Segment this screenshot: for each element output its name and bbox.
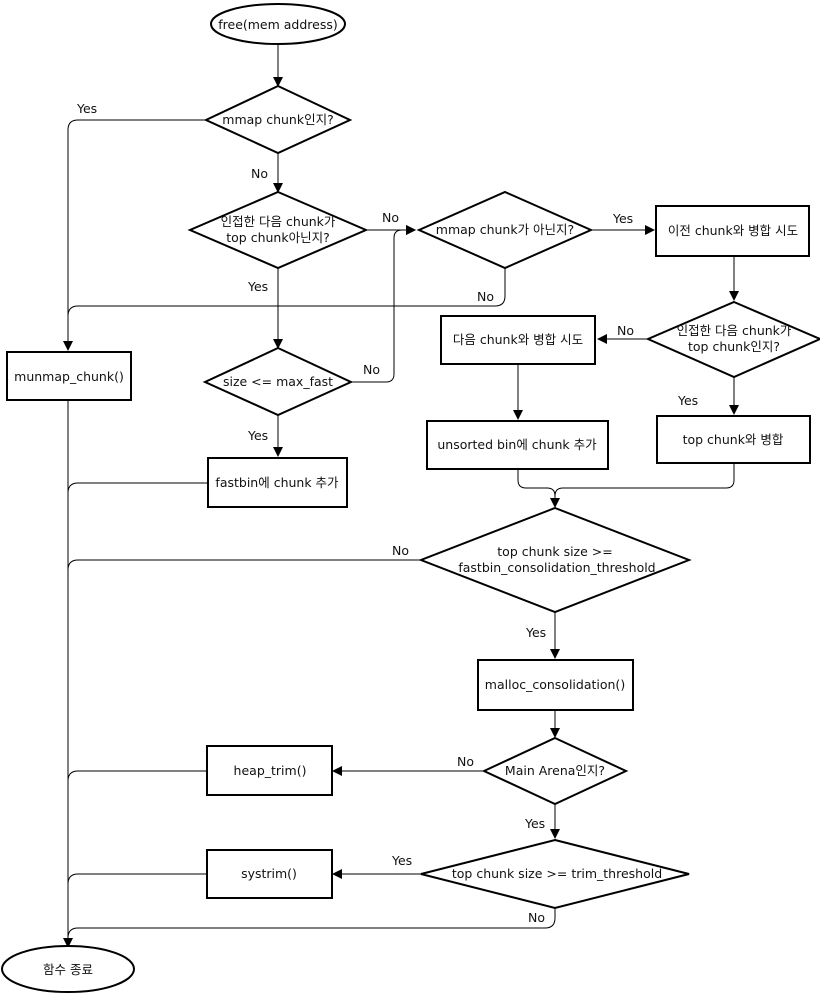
systrim-box <box>206 849 333 899</box>
edge-mmap-yes <box>63 119 206 351</box>
merge-prev-label: 이전 chunk와 병합 시도 <box>668 223 798 238</box>
edge-mergetop-merge <box>554 463 735 497</box>
edge-label-size-yes: Yes <box>247 428 268 443</box>
heap-trim-box <box>206 745 333 796</box>
edge-label-top1-no: No <box>382 210 399 225</box>
next-is-top-diamond <box>645 300 820 379</box>
start-terminal <box>210 3 346 45</box>
size-check-diamond <box>202 346 354 417</box>
edge-label-consol-yes: Yes <box>525 625 546 640</box>
consolidation-check-label-1: top chunk size >= <box>497 544 612 559</box>
not-mmap-label: mmap chunk가 아닌지? <box>436 222 574 237</box>
edges <box>63 44 739 948</box>
merge-next-label: 다음 chunk와 병합 시도 <box>453 332 583 347</box>
edge-label-consol-no: No <box>392 543 409 558</box>
trim-threshold-label: top chunk size >= trim_threshold <box>452 866 662 881</box>
fastbin-add-box <box>207 457 348 508</box>
trim-threshold-diamond <box>420 838 690 910</box>
unsorted-add-label: unsorted bin에 chunk 추가 <box>437 437 597 452</box>
end-label: 함수 종료 <box>43 962 93 977</box>
edge-label-trim-no: No <box>528 910 545 925</box>
edge-label-top2-no: No <box>617 323 634 338</box>
edge-consol-no <box>67 559 422 571</box>
next-not-top-diamond <box>187 190 369 270</box>
merge-top-label: top chunk와 병합 <box>683 432 784 447</box>
edge-heaptrim-to-trunk <box>67 770 207 782</box>
malloc-consolidation-box <box>477 659 634 711</box>
nodes: free(mem address) mmap chunk인지? 인접한 다음 c… <box>1 3 820 993</box>
heap-trim-label: heap_trim() <box>234 763 307 778</box>
edge-trim-no <box>67 908 556 939</box>
edge-systrim-to-trunk <box>67 873 207 885</box>
edge-label-size-no: No <box>363 362 380 377</box>
mmap-check-label: mmap chunk인지? <box>222 112 333 127</box>
munmap-label: munmap_chunk() <box>14 369 124 384</box>
edge-label-arena-yes: Yes <box>524 816 545 831</box>
fastbin-add-label: fastbin에 chunk 추가 <box>215 475 339 490</box>
next-is-top-label-2: top chunk인지? <box>688 339 780 354</box>
start-label: free(mem address) <box>218 17 338 32</box>
consolidation-check-diamond <box>418 506 692 614</box>
next-not-top-label-2: top chunk아닌지? <box>226 230 329 245</box>
merge-top-box <box>656 415 811 464</box>
next-not-top-label-1: 인접한 다음 chunk가 <box>221 214 336 229</box>
edge-label-top2-yes: Yes <box>677 393 698 408</box>
mmap-check-diamond <box>203 84 353 155</box>
main-arena-diamond <box>481 736 629 806</box>
end-terminal <box>1 945 135 993</box>
edge-unsorted-merge <box>517 469 560 508</box>
edge-label-mmap-yes: Yes <box>76 101 97 116</box>
consolidation-check-label-2: fastbin_consolidation_threshold <box>458 560 655 575</box>
main-arena-label: Main Arena인지? <box>505 763 605 778</box>
edge-label-notmmap-yes: Yes <box>612 211 633 226</box>
size-check-label: size <= max_fast <box>223 374 333 389</box>
systrim-label: systrim() <box>241 866 297 881</box>
edge-label-top1-yes: Yes <box>247 279 268 294</box>
not-mmap-diamond <box>416 190 594 270</box>
merge-next-box <box>440 315 596 365</box>
next-is-top-label-1: 인접한 다음 chunk가 <box>677 323 792 338</box>
edge-notmmap-no <box>67 268 506 317</box>
edge-label-mmap-no: No <box>251 166 268 181</box>
edge-fastbin-to-trunk <box>67 482 208 494</box>
munmap-box <box>6 351 132 401</box>
edge-label-trim-yes: Yes <box>391 853 412 868</box>
unsorted-add-box <box>426 420 609 470</box>
edge-label-notmmap-no: No <box>477 289 494 304</box>
edge-label-arena-no: No <box>457 754 474 769</box>
merge-prev-box <box>655 205 810 257</box>
malloc-consolidation-label: malloc_consolidation() <box>485 677 625 692</box>
edge-labels: Yes No No Yes No Yes Yes No No Yes No Ye… <box>76 101 698 925</box>
